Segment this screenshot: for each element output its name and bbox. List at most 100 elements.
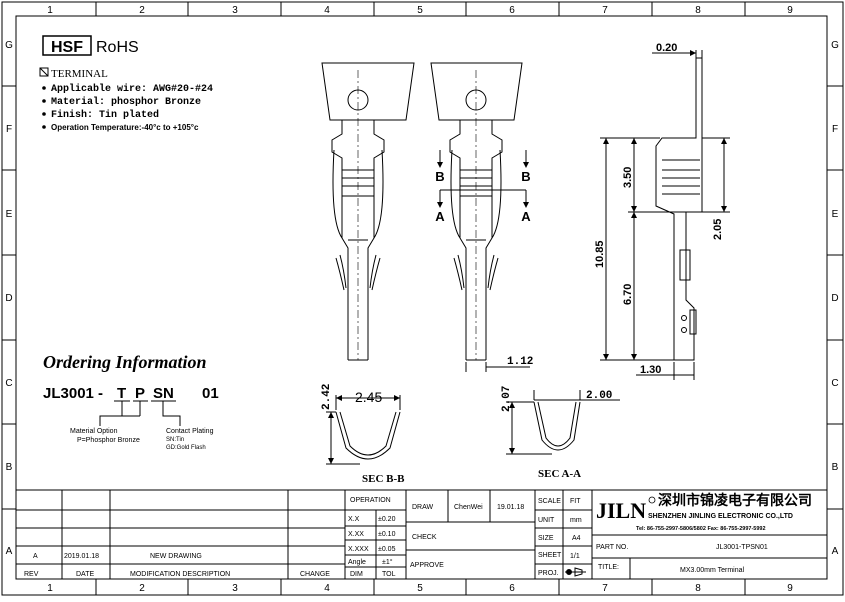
tol-value: ±0.05: [378, 546, 396, 553]
dim-2-00: 2.00: [586, 390, 612, 402]
tol-key: X.XXX: [348, 546, 369, 553]
dim-6-70: 6.70: [622, 284, 634, 305]
tol-key: X.X: [348, 516, 360, 523]
spec-material: Material: phosphor Bronze: [51, 96, 201, 108]
section-aa: [506, 390, 620, 455]
section-label-a: A: [435, 209, 445, 224]
scale-label: SCALE: [538, 498, 561, 505]
plating-gd: GD:Gold Flash: [166, 445, 206, 451]
hsf-rohs-mark: HSF RoHS: [42, 35, 139, 56]
code-prefix: JL3001 -: [43, 385, 103, 402]
date-header: DATE: [76, 571, 94, 578]
spec-finish: Finish: Tin plated: [51, 109, 159, 121]
rev-desc-value: NEW DRAWING: [150, 553, 202, 560]
section-label-b: B: [521, 169, 530, 184]
row-label: B: [832, 462, 839, 473]
row-label: C: [831, 378, 838, 389]
drawer-name: ChenWei: [454, 504, 483, 511]
row-label: D: [831, 293, 838, 304]
dim-1-30: 1.30: [640, 364, 661, 376]
company-tel-fax: Tel: 86-755-2997-5806/5802 Fax: 86-755-2…: [636, 526, 766, 532]
section-label-a: A: [521, 209, 531, 224]
size-value: A4: [572, 535, 581, 542]
operation-label: OPERATION: [350, 497, 391, 504]
title-value: MX3.00mm Terminal: [680, 567, 745, 574]
row-label: D: [5, 293, 12, 304]
rev-header: REV: [24, 571, 39, 578]
col-label: 7: [602, 5, 608, 16]
col-label: 4: [324, 583, 330, 594]
row-label: E: [6, 209, 13, 220]
row-label: G: [831, 40, 839, 51]
material-option-value: P=Phosphor Bronze: [77, 437, 140, 444]
sheet-value: 1/1: [570, 553, 580, 560]
tol-value: ±1°: [382, 558, 393, 566]
code-t: T: [117, 385, 126, 402]
spec-wire: Applicable wire: AWG#20-#24: [51, 83, 213, 95]
hsf-label: HSF: [51, 39, 83, 56]
col-label: 6: [509, 583, 515, 594]
dim-3-50: 3.50: [622, 167, 634, 188]
material-option-label: Material Option: [70, 428, 118, 435]
row-label: A: [832, 546, 839, 557]
rohs-label: RoHS: [96, 39, 139, 56]
company-name-cn: 深圳市锦凌电子有限公司: [658, 492, 812, 508]
dim-10-85: 10.85: [594, 240, 606, 268]
dim-0-20: 0.20: [656, 42, 677, 54]
terminal-view-front: [430, 62, 530, 372]
draw-label: DRAW: [412, 504, 434, 511]
rev-value: A: [33, 553, 38, 560]
col-label: 6: [509, 5, 515, 16]
unit-value: mm: [570, 517, 582, 524]
dim-2-42: 2.42: [321, 384, 333, 410]
title-block: [16, 489, 827, 579]
terminal-spec: TERMINAL Applicable wire: AWG#20-#24 Mat…: [39, 67, 213, 132]
part-no-value: JL3001-TPSN01: [716, 544, 768, 551]
row-label: B: [6, 462, 13, 473]
scale-value: FIT: [570, 498, 581, 505]
col-label: 1: [47, 583, 53, 594]
title-label: TITLE:: [598, 564, 619, 571]
modification-header: MODIFICATION DESCRIPTION: [130, 571, 230, 578]
tol-value: ±0.20: [378, 516, 396, 523]
col-label: 8: [695, 5, 701, 16]
row-label: A: [6, 546, 13, 557]
unit-label: UNIT: [538, 517, 555, 524]
section-aa-label: SEC A-A: [538, 468, 581, 480]
tol-value: ±0.10: [378, 531, 396, 538]
code-sn: SN: [153, 385, 174, 402]
row-label: F: [832, 124, 838, 135]
terminal-view-carrier: [321, 62, 415, 361]
tol-header: TOL: [382, 571, 396, 578]
col-label: 3: [232, 5, 238, 16]
plating-sn: SN:Tin: [166, 437, 184, 443]
col-label: 9: [787, 583, 793, 594]
rev-date-value: 2019.01.18: [64, 553, 99, 560]
ordering-title: Ordering Information: [43, 352, 207, 372]
col-label: 5: [417, 583, 423, 594]
draw-date: 19.01.18: [497, 504, 524, 511]
tol-key: Angle: [348, 559, 366, 566]
change-header: CHANGE: [300, 571, 330, 578]
dim-header: DIM: [350, 571, 363, 578]
col-label: 4: [324, 5, 330, 16]
dim-2-45: 2.45: [355, 389, 382, 405]
proj-label: PROJ.: [538, 570, 559, 577]
section-bb: [326, 395, 401, 465]
dim-2-07: 2.07: [501, 386, 513, 412]
col-label: 1: [47, 5, 53, 16]
dim-1-12: 1.12: [507, 356, 533, 368]
col-label: 8: [695, 583, 701, 594]
col-label: 2: [139, 583, 145, 594]
terminal-title: TERMINAL: [51, 68, 108, 80]
projection-symbol-icon: [565, 567, 586, 577]
dim-2-05: 2.05: [712, 219, 724, 240]
row-label: F: [6, 124, 12, 135]
section-label-b: B: [435, 169, 444, 184]
sheet-label: SHEET: [538, 552, 562, 559]
company-logo: JILN: [596, 498, 646, 523]
row-label: G: [5, 40, 13, 51]
terminal-side-view: [600, 50, 730, 380]
tol-key: X.XX: [348, 531, 364, 538]
